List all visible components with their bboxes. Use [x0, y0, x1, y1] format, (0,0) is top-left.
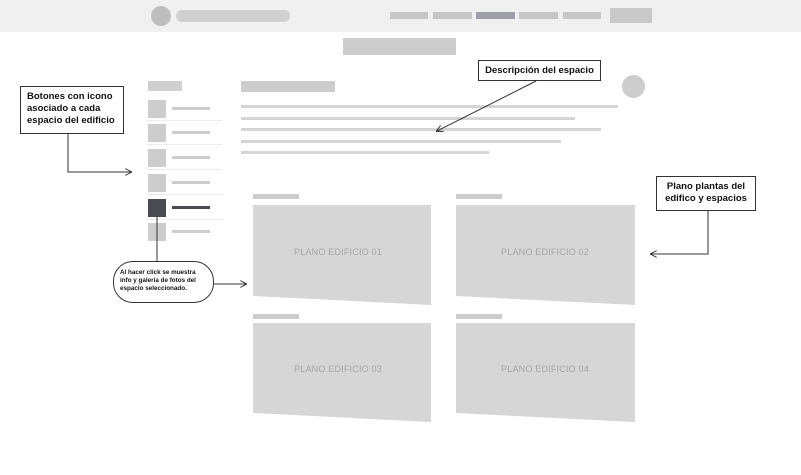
plan-image-3[interactable]: [253, 323, 431, 422]
sidebar-heading-placeholder: [148, 81, 182, 91]
sidebar-space-button-5-selected[interactable]: [146, 196, 222, 220]
header-nav-item-3[interactable]: [476, 12, 515, 19]
space-icon: [148, 100, 166, 118]
arrow-to-description: [437, 80, 537, 131]
space-icon: [148, 174, 166, 192]
plan-title-placeholder: [456, 314, 502, 319]
annotation-icon-buttons: Botones con icono asociado a cada espaci…: [20, 86, 124, 134]
header-nav-item-1[interactable]: [390, 12, 428, 19]
plan-label-4: PLANO EDIFICIO 04: [501, 364, 589, 374]
plan-title-placeholder: [253, 194, 299, 199]
plan-image-2[interactable]: [456, 205, 635, 305]
sidebar-space-button-1[interactable]: [146, 97, 222, 121]
space-label-placeholder: [172, 181, 210, 184]
annotation-space-description: Descripción del espacio: [478, 60, 601, 81]
top-header: [0, 0, 801, 32]
header-nav-item-4[interactable]: [519, 12, 558, 19]
space-icon: [148, 149, 166, 167]
plan-title-placeholder: [456, 194, 502, 199]
space-icon: [148, 199, 166, 217]
sidebar-space-button-4[interactable]: [146, 171, 222, 195]
arrow-to-plans: [651, 211, 709, 254]
description-avatar-placeholder: [622, 75, 645, 98]
sidebar-space-button-2[interactable]: [146, 121, 222, 145]
plan-title-placeholder: [253, 314, 299, 319]
annotation-click-behavior: Al hacer click se muestra info y galería…: [113, 261, 214, 303]
space-label-placeholder: [172, 206, 210, 209]
sidebar-space-button-3[interactable]: [146, 146, 222, 170]
plan-image-1[interactable]: [253, 205, 431, 305]
page-title-placeholder: [343, 38, 456, 55]
space-icon: [148, 124, 166, 142]
description-text-line: [241, 128, 601, 131]
plan-label-3: PLANO EDIFICIO 03: [294, 364, 382, 374]
description-text-line: [241, 151, 489, 154]
annotation-building-plans: Plano plantas del edifico y espacios: [656, 176, 756, 211]
header-nav-item-5[interactable]: [563, 12, 601, 19]
header-action-button[interactable]: [610, 8, 652, 23]
header-avatar[interactable]: [151, 6, 171, 26]
space-label-placeholder: [172, 156, 210, 159]
plan-label-1: PLANO EDIFICIO 01: [294, 247, 382, 257]
plan-image-4[interactable]: [456, 323, 635, 422]
space-label-placeholder: [172, 107, 210, 110]
description-title-placeholder: [241, 81, 335, 92]
plan-label-2: PLANO EDIFICIO 02: [501, 247, 589, 257]
header-nav-item-2[interactable]: [433, 12, 472, 19]
description-text-line: [241, 140, 561, 143]
arrow-to-sidebar: [67, 134, 131, 172]
description-text-line: [241, 117, 575, 120]
space-label-placeholder: [172, 230, 210, 233]
header-search-input[interactable]: [176, 10, 290, 22]
space-label-placeholder: [172, 131, 210, 134]
description-text-line: [241, 105, 618, 108]
